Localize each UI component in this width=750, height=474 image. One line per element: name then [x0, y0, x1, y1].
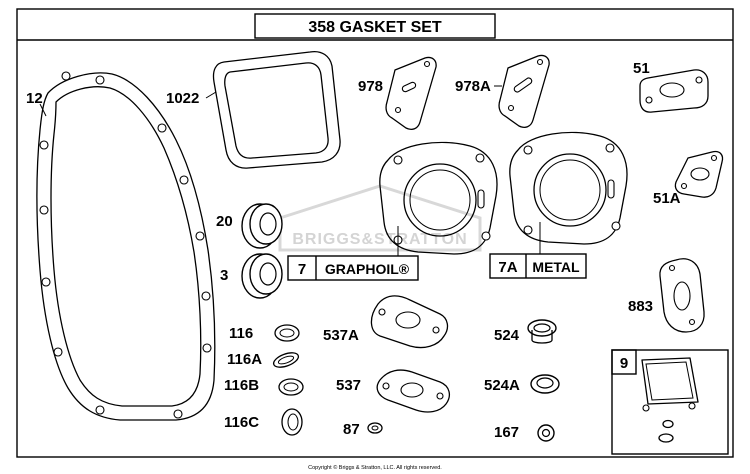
bolt-hole: [195, 231, 205, 241]
callout-box-7: [287, 255, 419, 281]
watermark-logo: BRIGGS&STRATTON: [278, 184, 482, 252]
label-116: 116: [229, 325, 253, 342]
part-978a-gasket: [498, 54, 550, 128]
label-116b: 116B: [224, 377, 259, 394]
label-537a: 537A: [323, 327, 359, 344]
label-167: 167: [494, 424, 519, 441]
label-87: 87: [343, 421, 360, 438]
bolt-hole: [61, 71, 71, 81]
bolt-hole: [39, 205, 49, 215]
part-524a-grommet: [530, 374, 560, 394]
diagram-frame: [16, 8, 734, 458]
callout-box-9: [611, 349, 729, 455]
part-51a-gasket: [674, 150, 724, 198]
bolt-hole: [173, 409, 183, 419]
bolt-hole: [157, 123, 167, 133]
copyright-notice: Copyright © Briggs & Stratton, LLC. All …: [308, 464, 442, 471]
part-20-oil-seal: [241, 203, 283, 249]
bolt-hole: [53, 347, 63, 357]
callout-box-9-number: [611, 349, 637, 375]
part-116-washer: [274, 324, 300, 342]
part-51-gasket: [639, 69, 709, 113]
part-87-washer: [367, 422, 383, 434]
label-20: 20: [216, 213, 233, 230]
label-524: 524: [494, 327, 520, 344]
part-1022-valve-cover-gasket: [212, 50, 341, 169]
label-537: 537: [336, 377, 361, 394]
label-7a: 7A: [498, 259, 517, 276]
bolt-hole: [179, 175, 189, 185]
part-12-crankcase-gasket: [36, 71, 216, 421]
label-1022: 1022: [166, 90, 199, 107]
part-116c-washer: [281, 408, 303, 436]
bolt-hole: [39, 140, 49, 150]
label-883: 883: [628, 298, 653, 315]
part-524-grommet: [527, 319, 557, 344]
watermark-text: BRIGGS&STRATTON: [292, 231, 467, 248]
part-9-gasket-kit: [641, 357, 699, 443]
bolt-hole: [95, 75, 105, 85]
label-12: 12: [26, 90, 43, 107]
label-978a: 978A: [455, 78, 491, 95]
part-116a-washer: [272, 352, 300, 368]
title-box: [254, 13, 496, 39]
diagram-title: 358 GASKET SET: [308, 19, 442, 36]
label-7: 7: [298, 261, 306, 278]
part-3-oil-seal: [241, 253, 283, 299]
part-978-gasket: [385, 56, 437, 130]
label-51: 51: [633, 60, 650, 77]
label-51a: 51A: [653, 190, 681, 207]
part-167-washer: [537, 424, 555, 442]
label-7a-material: METAL: [532, 259, 580, 275]
label-524a: 524A: [484, 377, 520, 394]
callout-box-7a: [489, 253, 587, 279]
label-978: 978: [358, 78, 383, 95]
part-7a-head-gasket: [509, 131, 628, 245]
part-537-gasket: [376, 369, 451, 413]
label-116a: 116A: [227, 351, 262, 368]
bolt-hole: [41, 277, 51, 287]
label-3: 3: [220, 267, 228, 284]
label-116c: 116C: [224, 414, 259, 431]
part-116b-washer: [278, 378, 304, 396]
bolt-hole: [202, 343, 212, 353]
bolt-hole: [95, 405, 105, 415]
part-537a-gasket: [370, 295, 449, 349]
label-7-material: GRAPHOIL®: [325, 261, 410, 277]
label-9: 9: [620, 355, 628, 372]
part-883-gasket: [659, 258, 705, 333]
bolt-hole: [201, 291, 211, 301]
